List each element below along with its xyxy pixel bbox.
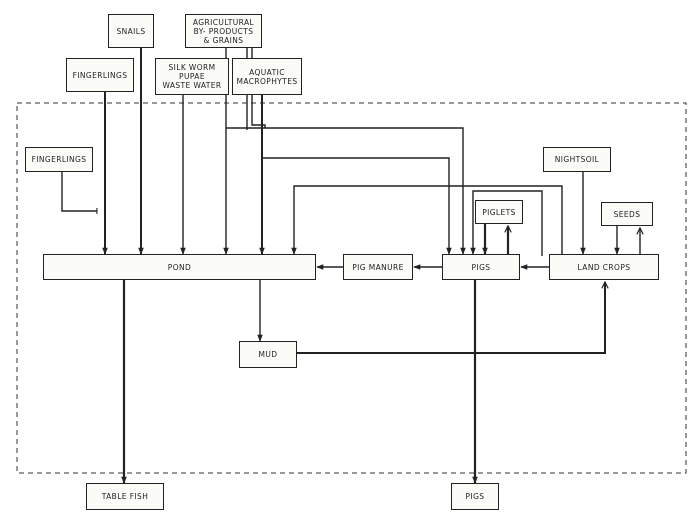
fingerlings-top-box: FINGERLINGS	[66, 58, 134, 92]
agricultural-box: AGRICULTURAL BY- PRODUCTS & GRAINS	[185, 14, 262, 48]
fingerlings-left-to-pond-arrow	[61, 172, 98, 214]
snails-box: SNAILS	[108, 14, 154, 48]
pigs-output-box: PIGS	[451, 483, 499, 510]
fingerlings-left-box: FINGERLINGS	[25, 147, 93, 172]
agricultural-to-pigs-arrow-3	[262, 157, 452, 255]
piglets-box: PIGLETS	[475, 200, 523, 224]
agricultural-to-pigs-arrow-1	[226, 127, 466, 255]
seeds-box: SEEDS	[601, 202, 653, 226]
pigs-box: PIGS	[442, 254, 520, 280]
pig-manure-box: PIG MANURE	[343, 254, 413, 280]
landcrops-to-pond-arrow	[291, 185, 563, 256]
pond-box: POND	[43, 254, 316, 280]
mud-to-landcrops-arrow	[297, 282, 605, 354]
silkworm-box: SILK WORM PUPAE WASTE WATER	[155, 58, 229, 95]
aquatic-box: AQUATIC MACROPHYTES	[232, 58, 302, 95]
landcrops-feed-to-pigs-arrow	[470, 190, 543, 256]
nightsoil-box: NIGHTSOIL	[543, 147, 611, 172]
land-crops-box: LAND CROPS	[549, 254, 659, 280]
mud-box: MUD	[239, 341, 297, 368]
table-fish-box: TABLE FISH	[86, 483, 164, 510]
system-boundary	[16, 102, 687, 474]
